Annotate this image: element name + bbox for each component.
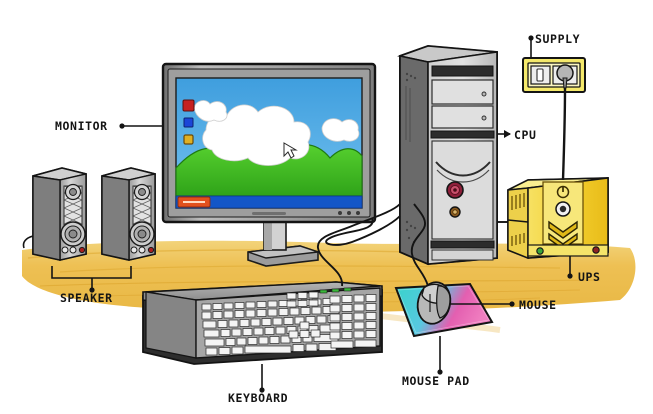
leader-lines bbox=[51, 35, 573, 393]
speaker-controls[interactable] bbox=[61, 246, 86, 254]
ups-led-green bbox=[536, 247, 544, 255]
ups-unit[interactable] bbox=[507, 177, 609, 260]
desktop-icon-blue[interactable] bbox=[183, 117, 194, 128]
power-supply-socket[interactable] bbox=[522, 57, 586, 93]
cpu-side-panel bbox=[399, 55, 429, 266]
monitor-indicator-lights bbox=[338, 211, 360, 215]
ups-power-button[interactable] bbox=[555, 201, 571, 217]
cpu-curve-detail bbox=[435, 161, 491, 177]
mouse[interactable] bbox=[413, 279, 454, 327]
mouse-cursor-icon bbox=[283, 142, 298, 159]
label-ups: UPS bbox=[578, 270, 601, 284]
label-mouse-pad: MOUSE PAD bbox=[402, 374, 470, 388]
cpu-tower[interactable] bbox=[397, 44, 498, 266]
ups-vents bbox=[511, 193, 525, 246]
monitor[interactable] bbox=[161, 62, 377, 267]
cpu-top-band bbox=[431, 65, 494, 77]
screen-clouds bbox=[193, 100, 360, 166]
desktop-icon-red[interactable] bbox=[182, 99, 195, 112]
ups-power-icon bbox=[556, 185, 570, 199]
label-speaker: SPEAKER bbox=[60, 291, 113, 305]
speaker-controls[interactable] bbox=[130, 246, 155, 254]
desktop-icons[interactable] bbox=[182, 99, 195, 145]
keyboard[interactable] bbox=[142, 281, 383, 365]
label-supply: SUPPLY bbox=[535, 32, 580, 46]
spacebar[interactable] bbox=[244, 345, 292, 354]
keyboard-numpad[interactable] bbox=[329, 294, 377, 349]
speaker-right[interactable] bbox=[101, 167, 156, 261]
label-keyboard: KEYBOARD bbox=[228, 391, 288, 405]
monitor-screen[interactable] bbox=[175, 77, 363, 209]
label-monitor: MONITOR bbox=[55, 119, 108, 133]
mouse-right-button[interactable] bbox=[436, 285, 451, 319]
speaker-left[interactable] bbox=[32, 167, 87, 261]
part-labels: MONITOR SPEAKER KEYBOARD MOUSE PAD MOUSE… bbox=[55, 32, 601, 405]
monitor-stand bbox=[247, 221, 319, 267]
cpu-power-button[interactable] bbox=[446, 181, 464, 199]
cpu-drive-bay-2[interactable] bbox=[431, 105, 494, 129]
screen-taskbar[interactable] bbox=[175, 195, 363, 209]
cpu-reset-button[interactable] bbox=[449, 206, 461, 218]
keyboard-arrow-keys[interactable] bbox=[286, 291, 321, 339]
label-cpu: CPU bbox=[514, 128, 537, 142]
ups-led-red bbox=[592, 246, 600, 254]
desktop-icon-yellow[interactable] bbox=[183, 134, 194, 145]
ups-indicator-strip bbox=[527, 244, 609, 257]
keyboard-leds bbox=[319, 287, 352, 294]
monitor-logo bbox=[252, 212, 286, 215]
cables bbox=[22, 87, 567, 287]
label-mouse: MOUSE bbox=[519, 298, 557, 312]
